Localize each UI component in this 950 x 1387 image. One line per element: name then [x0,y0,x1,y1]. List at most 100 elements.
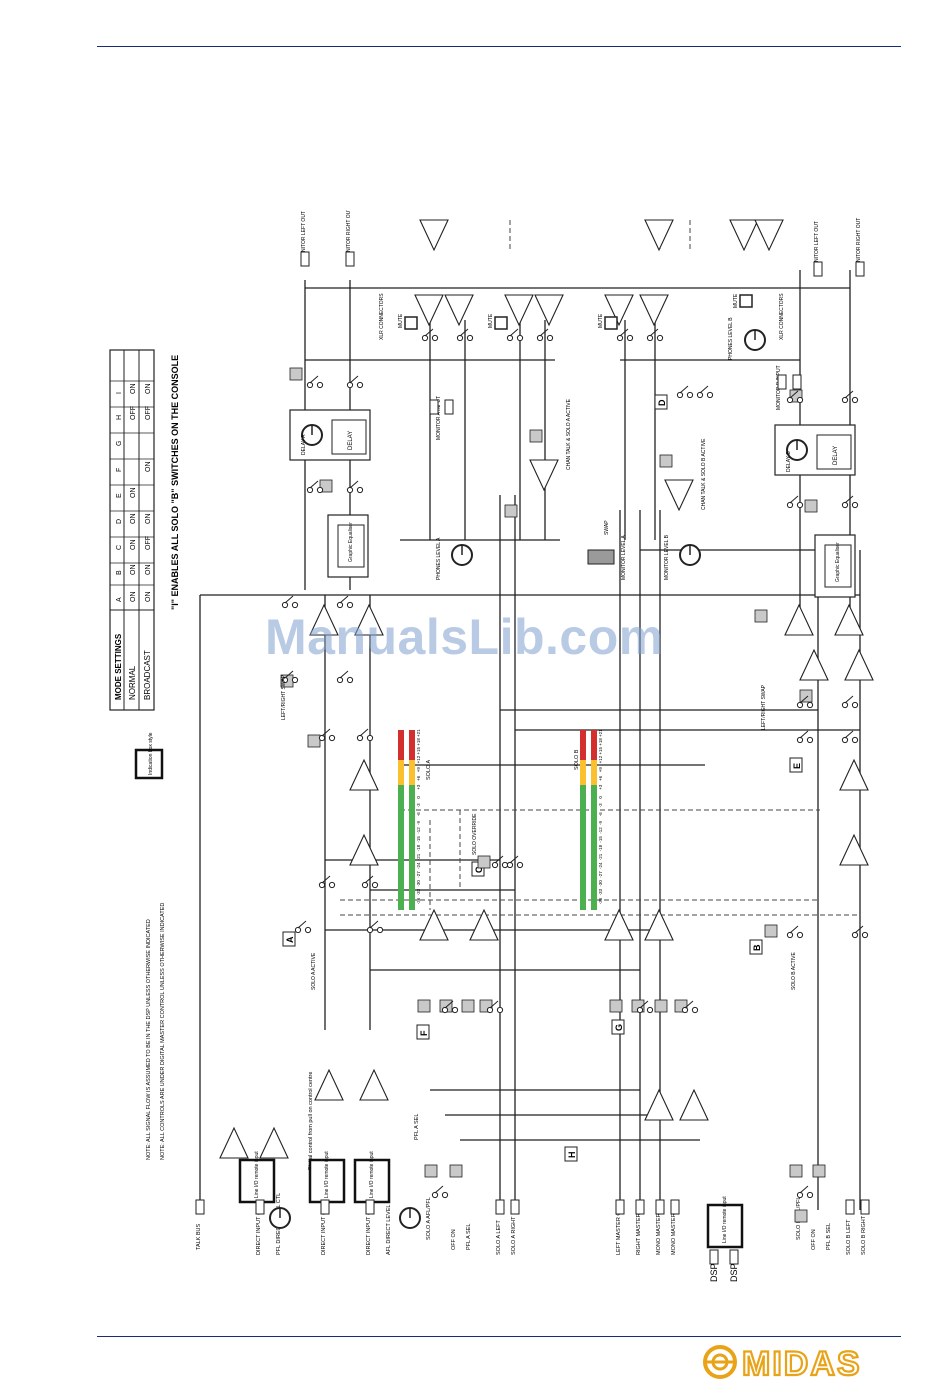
solo-a-afl-pfl-label: SOLO A AFL/PFL [426,1197,432,1240]
graphic-equaliser-b: Graphic Equaliser [814,534,856,598]
right-master-out-label: RIGHT MASTER OUT [636,1200,642,1255]
broadcast-b: ON [145,565,152,576]
mute-b-label: MUTE [488,313,494,328]
afl-direct-knob-icon[interactable] [399,1207,421,1229]
solo-b-left-label: SOLO B LEFT [846,1219,852,1255]
lr-swap-a-label: LEFT/RIGHT SWAP [281,674,287,720]
svg-text:DELAY: DELAY [348,431,354,450]
meter-tick-label: -30 [598,880,603,887]
svg-text:SOLO B: SOLO B [574,749,580,770]
amplifiers [219,219,874,1159]
meter-tick-label: -27 [416,871,421,878]
meter-tick-label: +12 [598,755,603,763]
normal-h: OFF [130,406,137,420]
mode-col-f: F [116,468,123,472]
meter-tick-label: -33 [416,888,421,895]
delay-a-block: DELAY DELAY A [289,409,371,461]
svg-text:Line I/O remote input: Line I/O remote input [254,1151,260,1198]
svg-text:PHONES LEVEL A: PHONES LEVEL A [436,537,442,580]
switch-g-label: G [614,1024,624,1031]
monitor-left-out-b-label: MONITOR LEFT OUT [814,221,820,270]
meter-tick-label: +15 [416,746,421,754]
meter-tick-label: -24 [598,862,603,869]
mode-row-broadcast: BROADCAST [143,650,152,700]
svg-text:Line I/O remote input: Line I/O remote input [324,1151,330,1198]
normal-e: ON [130,488,137,499]
svg-text:MONITOR LEVEL B: MONITOR LEVEL B [664,534,670,580]
mono-master-out-2-label: MONO MASTER OUT [671,1200,677,1255]
solo-a-active-label: SOLO A ACTIVE [311,952,317,990]
level-controls: PHONES LEVEL A MONITOR LEVEL B PHONES LE… [269,317,766,1229]
pfl-a-sel-top-label: PFL A SEL [414,1114,420,1140]
mode-col-e: E [116,493,123,498]
switch-a-label: A [285,936,295,943]
meter-tick-label: +21 [416,729,421,737]
digital-control-label: Digital control from pull on control cen… [308,1072,314,1170]
direct-input-afl-left-label: DIRECT INPUT (AFL LEFT) [321,1186,327,1255]
meter-tick-label: +3 [598,784,603,790]
mode-settings-table: MODE SETTINGS NORMAL BROADCAST A B C D E… [109,349,180,711]
solo-b-right-label: SOLO B RIGHT [861,1215,867,1255]
normal-d: ON [130,514,137,525]
mode-col-a: A [116,597,123,602]
chan-talk-a-label: CHAN TALK & SOLO A ACTIVE [566,398,572,470]
watermark: ManualsLib.com [265,609,664,665]
solo-a-meter: SOLO A [398,730,432,910]
meter-tick-label: +18 [416,738,421,746]
mode-col-i: I [116,392,123,394]
afl-direct-level-label: AFL DIRECT LEVEL CTL [386,1193,392,1255]
svg-text:SOLO A: SOLO A [426,759,432,780]
direct-input-pfl-label: DIRECT INPUT (PFL) [256,1201,262,1255]
normal-c: ON [130,540,137,551]
monitor-right-out-b-label: MONITOR RIGHT OUT [856,218,862,270]
output-connectors [195,251,870,1215]
xlr-connectors-a-label: XLR CONNECTORS [379,293,385,340]
svg-text:DSP: DSP [709,1263,719,1282]
note-digital-control: NOTE: ALL CONTROLS ARE UNDER DIGITAL MAS… [160,903,166,1160]
normal-b: ON [130,565,137,576]
meter-tick-label: +12 [416,755,421,763]
solo-a-left-label: SOLO A LEFT [496,1220,502,1255]
svg-text:Indication box style: Indication box style [148,732,154,775]
monitor-a-input-label: MONITOR A INPUT [436,396,442,440]
phones-level-b-knob-icon[interactable] [744,329,766,351]
meter-tick-label: -18 [416,844,421,851]
solo-b-active-label: SOLO B ACTIVE [791,952,797,990]
svg-text:Graphic Equaliser: Graphic Equaliser [835,542,841,582]
off-on-b-label: OFF ON [811,1229,817,1250]
meter-tick-label: +3 [416,784,421,790]
meter-tick-label: -27 [598,871,603,878]
broadcast-i: ON [145,384,152,395]
off-on-a-label: OFF ON [451,1229,457,1250]
mute-c-label: MUTE [598,313,604,328]
meter-tick-label: +21 [598,729,603,737]
footer-rule [97,1336,901,1337]
meter-tick-label: +6 [416,775,421,781]
mode-settings-header: MODE SETTINGS [114,633,123,700]
svg-text:Line I/O remote input: Line I/O remote input [722,1196,728,1243]
talk-bus-label: TALK BUS [196,1223,202,1250]
mute-boxes: MUTE MUTE MUTE MUTE [398,293,753,330]
svg-text:DELAY: DELAY [833,446,839,465]
lr-swap-b-label: LEFT/RIGHT SWAP [761,684,767,730]
schematic-svg: MODE SETTINGS NORMAL BROADCAST A B C D E… [109,210,874,1282]
broadcast-h: OFF [145,406,152,420]
monitor-level-b-knob-icon[interactable] [679,544,701,566]
meter-tick-label: +15 [598,746,603,754]
meter-tick-label: -33 [598,888,603,895]
pfl-direct-knob-icon[interactable] [269,1207,291,1229]
schematic-diagram: MODE SETTINGS NORMAL BROADCAST A B C D E… [100,210,900,1285]
line-io-boxes: Line I/O remote input Line I/O remote in… [238,1151,744,1249]
mode-col-d: D [116,519,123,524]
switch-letters: A B C D E F G H [282,394,803,1162]
meter-tick-label: -18 [598,844,603,851]
phones-level-a-knob-icon[interactable] [451,544,473,566]
meter-tick-label: -12 [416,827,421,834]
meter-tick-label: +9 [416,767,421,773]
mode-col-h: H [116,415,123,420]
solo-b-meter: SOLO B [574,730,597,910]
mode-row-normal: NORMAL [128,665,137,700]
normal-i: ON [130,384,137,395]
mode-col-b: B [116,570,123,575]
svg-text:DELAY B: DELAY B [786,451,792,472]
